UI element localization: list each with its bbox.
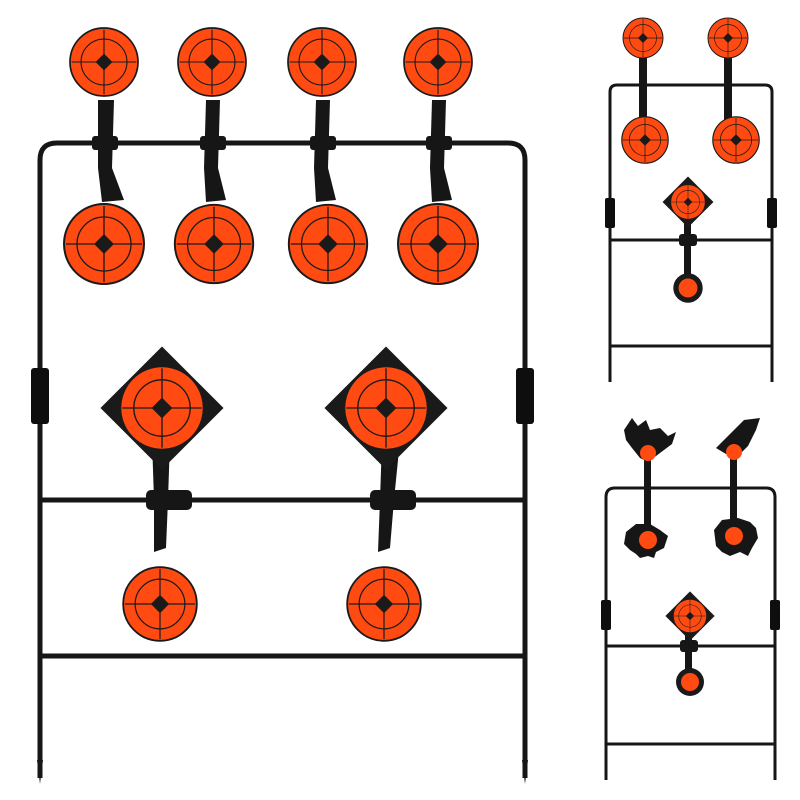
- bird-target: [716, 418, 760, 460]
- large-stand-top-arms: [92, 100, 452, 202]
- pig-target: [624, 524, 668, 558]
- target-round: [122, 566, 198, 642]
- sleeve: [770, 600, 780, 630]
- large-target-stand: [31, 27, 534, 784]
- large-stand-lower-targets: [63, 203, 479, 285]
- large-stand-left-spike: [37, 760, 43, 784]
- target-round: [173, 203, 255, 285]
- large-stand-upper-targets: [69, 27, 473, 97]
- target-round: [346, 566, 422, 642]
- target-diamond: [100, 346, 223, 469]
- target-round: [63, 203, 145, 285]
- large-stand-right-spike: [522, 760, 528, 784]
- target-dot: [673, 273, 703, 303]
- large-stand-bottom-arms: [146, 440, 416, 552]
- target-dot: [676, 668, 704, 696]
- target-round: [287, 203, 369, 285]
- large-stand-left-sleeve: [31, 368, 49, 424]
- target-diamond: [665, 591, 714, 640]
- target-round: [69, 27, 139, 97]
- target-round: [287, 27, 357, 97]
- target-round: [621, 116, 669, 164]
- ram-target: [714, 518, 758, 556]
- target-round: [403, 27, 473, 97]
- small-target-stand-animals: [601, 418, 780, 780]
- small-stand-animal-arms: [644, 445, 737, 678]
- target-round: [622, 17, 664, 59]
- rooster-target: [624, 418, 676, 462]
- target-diamond: [324, 346, 447, 469]
- sleeve: [767, 198, 777, 228]
- small-target-stand-round: [605, 17, 777, 382]
- target-round: [177, 27, 247, 97]
- target-round: [397, 203, 479, 285]
- large-stand-frame: [37, 140, 528, 778]
- target-diamond: [663, 177, 714, 228]
- target-round: [707, 17, 749, 59]
- sleeve: [601, 600, 611, 630]
- target-round: [712, 116, 760, 164]
- sleeve: [605, 198, 615, 228]
- small-stand-round-arms: [639, 50, 732, 276]
- large-stand-right-sleeve: [516, 368, 534, 424]
